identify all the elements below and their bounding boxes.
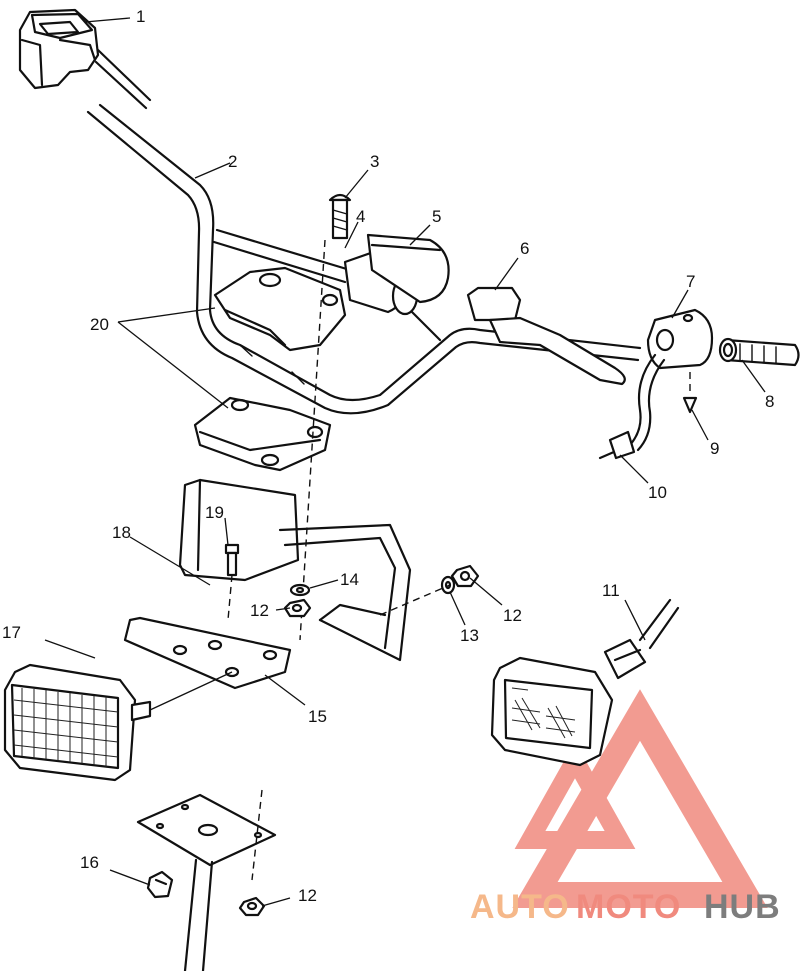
part-18-bracket bbox=[178, 478, 412, 662]
callout-18: 18 bbox=[112, 523, 131, 542]
part-20-upper-clamp bbox=[213, 266, 347, 352]
callout-1: 1 bbox=[136, 7, 145, 26]
callout-11: 11 bbox=[602, 581, 620, 600]
part-12-nut-c bbox=[238, 896, 266, 917]
part-10-cable bbox=[598, 353, 666, 460]
callout-12-bottom: 12 bbox=[298, 886, 317, 905]
watermark-word-moto: MOTO bbox=[576, 888, 681, 926]
watermark-logo bbox=[512, 689, 768, 908]
part-5-sleeve bbox=[366, 233, 450, 304]
callout-3: 3 bbox=[370, 152, 379, 171]
callout-labels: 1 2 3 4 5 6 7 8 9 10 11 12 13 14 12 15 1… bbox=[2, 7, 774, 905]
part-8-grip bbox=[718, 337, 800, 367]
callout-14: 14 bbox=[340, 570, 359, 589]
steering-post bbox=[183, 858, 214, 971]
part-13-washer bbox=[440, 575, 456, 595]
callout-12-right: 12 bbox=[503, 606, 522, 625]
part-9-screw bbox=[682, 372, 698, 414]
callout-16: 16 bbox=[80, 853, 99, 872]
callout-17: 17 bbox=[2, 623, 21, 642]
part-17-left-headlight bbox=[3, 663, 233, 782]
part-16-clip bbox=[146, 870, 174, 899]
bottom-axis-line bbox=[251, 789, 263, 881]
callout-20: 20 bbox=[90, 315, 109, 334]
callout-5: 5 bbox=[432, 207, 441, 226]
callout-8: 8 bbox=[765, 392, 774, 411]
part-2-handlebar bbox=[86, 103, 642, 415]
part-6-brake-lever bbox=[466, 286, 626, 386]
hardware-axis-line bbox=[379, 584, 451, 616]
watermark-text: AUTO MOTO HUB bbox=[470, 888, 781, 926]
callout-19: 19 bbox=[205, 503, 224, 522]
callout-7: 7 bbox=[686, 272, 695, 291]
part-15-mounting-plate bbox=[123, 616, 292, 690]
callout-12-center: 12 bbox=[250, 601, 269, 620]
part-14-washer bbox=[289, 583, 311, 597]
part-19-bolt bbox=[224, 543, 240, 621]
part-12-nut-b bbox=[450, 564, 480, 588]
callout-4: 4 bbox=[356, 207, 365, 226]
bottom-plate bbox=[136, 793, 277, 867]
callout-13: 13 bbox=[460, 626, 479, 645]
callout-6: 6 bbox=[520, 239, 529, 258]
part-11-wire-connector bbox=[603, 598, 680, 680]
watermark-word-auto: AUTO bbox=[470, 888, 570, 926]
part-3-bolt bbox=[328, 193, 352, 240]
bolt-axis-line bbox=[299, 239, 326, 641]
callout-15: 15 bbox=[308, 707, 327, 726]
callout-9: 9 bbox=[710, 439, 719, 458]
watermark-word-hub: HUB bbox=[704, 888, 781, 926]
leader-lines bbox=[44, 17, 766, 907]
part-1-control-housing bbox=[18, 8, 152, 110]
right-headlight bbox=[490, 656, 614, 767]
part-20-lower-clamp bbox=[193, 396, 332, 472]
callout-10: 10 bbox=[648, 483, 667, 502]
callout-2: 2 bbox=[228, 152, 237, 171]
part-12-nut-a bbox=[283, 598, 312, 618]
part-7-throttle-housing bbox=[646, 308, 714, 370]
